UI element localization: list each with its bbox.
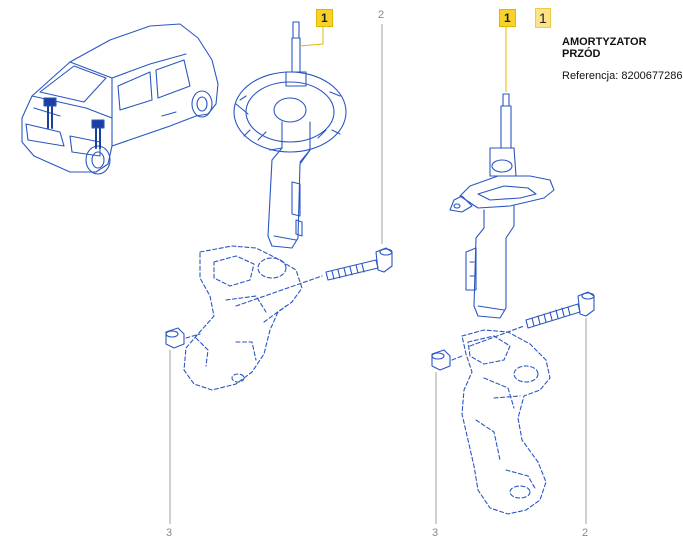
- callout-left-bolt[interactable]: 2: [378, 9, 385, 21]
- part-reference: Referencja: 8200677286: [562, 70, 683, 82]
- reference-label: Referencja:: [562, 70, 619, 82]
- right-strut-shock-absorber: [449, 93, 555, 319]
- left-bolt-axis-line: [235, 275, 323, 307]
- left-bolt: [325, 247, 393, 281]
- right-nut: [431, 349, 463, 371]
- part-info-panel: AMORTYZATOR PRZÓD Referencja: 8200677286: [562, 36, 683, 82]
- callout-left-strut[interactable]: 1: [316, 9, 333, 27]
- right-bolt: [525, 291, 595, 329]
- right-bolt-axis-line: [469, 325, 525, 347]
- part-title: AMORTYZATOR PRZÓD: [562, 36, 647, 60]
- left-nut: [165, 327, 201, 349]
- car-illustration: [21, 23, 219, 175]
- callout-right-nut[interactable]: 3: [432, 527, 439, 539]
- leader-lines: [169, 24, 587, 524]
- reference-value: 8200677286: [621, 70, 683, 82]
- callout-right-bolt[interactable]: 2: [582, 527, 589, 539]
- callout-left-nut[interactable]: 3: [166, 527, 173, 539]
- left-strut-shock-absorber: [233, 21, 347, 249]
- callout-right-strut[interactable]: 1: [499, 9, 516, 27]
- left-steering-knuckle: [183, 245, 303, 391]
- right-steering-knuckle: [461, 329, 551, 515]
- selected-part-badge: 1: [535, 8, 551, 28]
